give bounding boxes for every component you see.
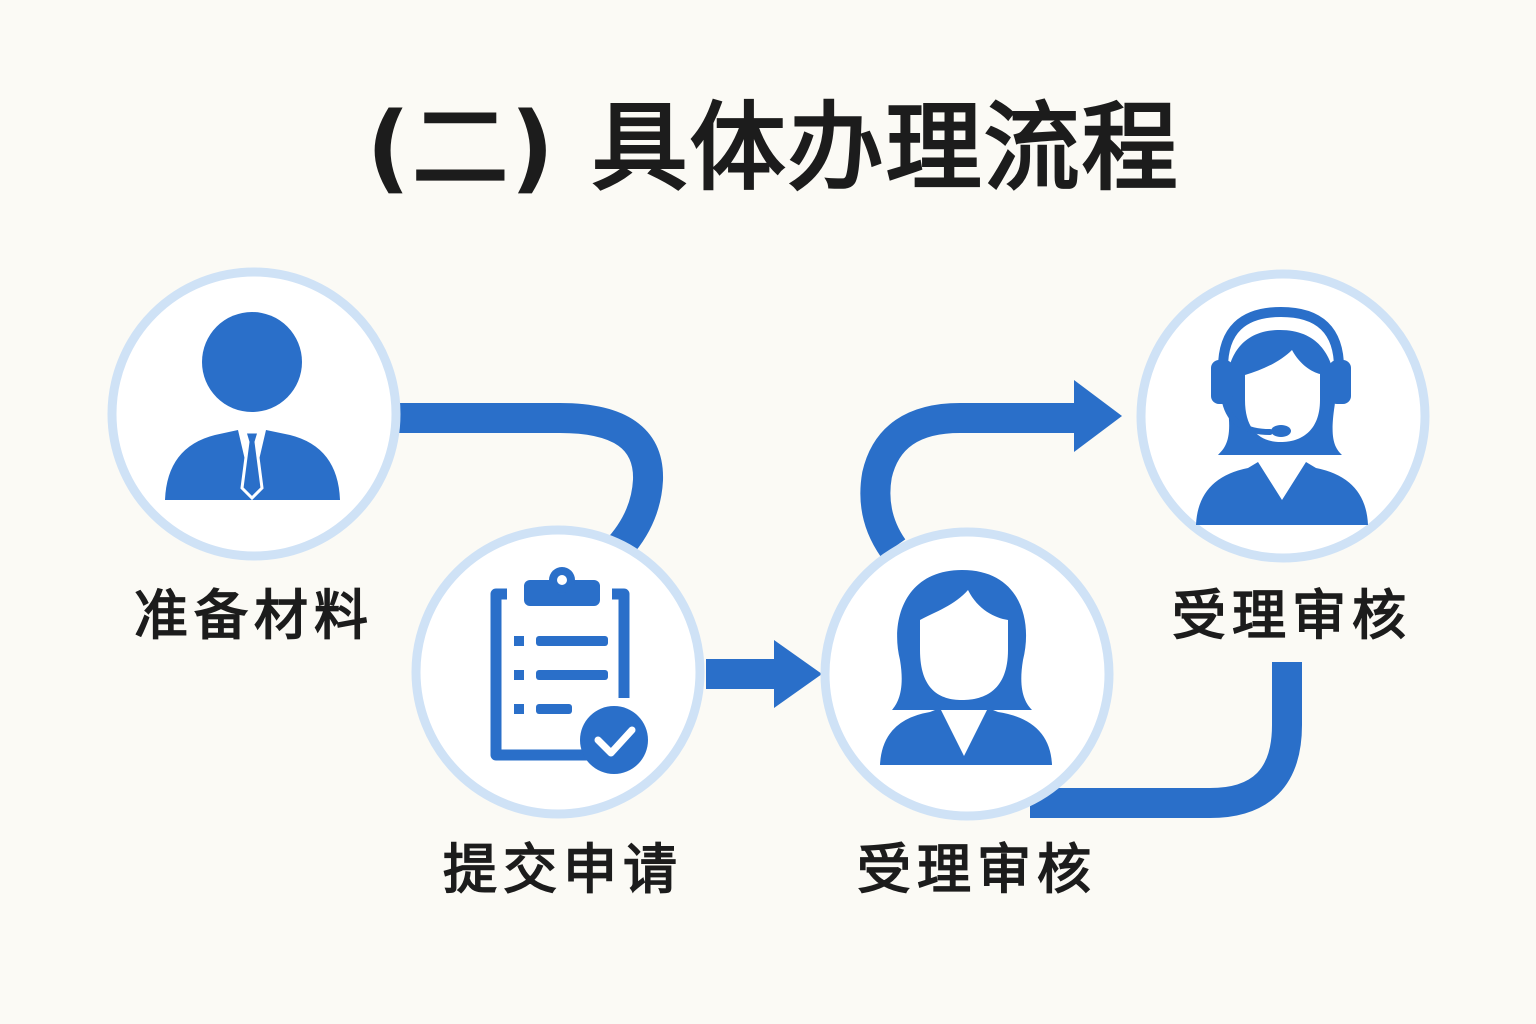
- step-3-node: [820, 527, 1114, 821]
- page-title: (二) 具体办理流程: [366, 92, 1180, 204]
- connector-4-to-3: [1030, 662, 1302, 818]
- flow-connectors: [398, 403, 1302, 818]
- headset-agent-icon: [1196, 306, 1368, 525]
- businessman-icon: [165, 312, 340, 501]
- connector-3-to-4: [860, 403, 1080, 557]
- step-4-label: 受理审核: [1172, 584, 1412, 647]
- step-3-label: 受理审核: [857, 838, 1097, 901]
- step-1-node: [107, 267, 401, 561]
- connector-1-to-2: [398, 403, 663, 563]
- arrowhead-to-step-4: [1074, 380, 1122, 452]
- step-4-node: [1136, 269, 1430, 563]
- arrowhead-to-step-3: [774, 640, 822, 708]
- clipboard-check-icon: [490, 567, 648, 774]
- woman-icon: [880, 570, 1052, 765]
- step-2-label: 提交申请: [443, 838, 683, 901]
- step-1-label: 准备材料: [134, 584, 374, 647]
- step-2-node: [411, 525, 705, 819]
